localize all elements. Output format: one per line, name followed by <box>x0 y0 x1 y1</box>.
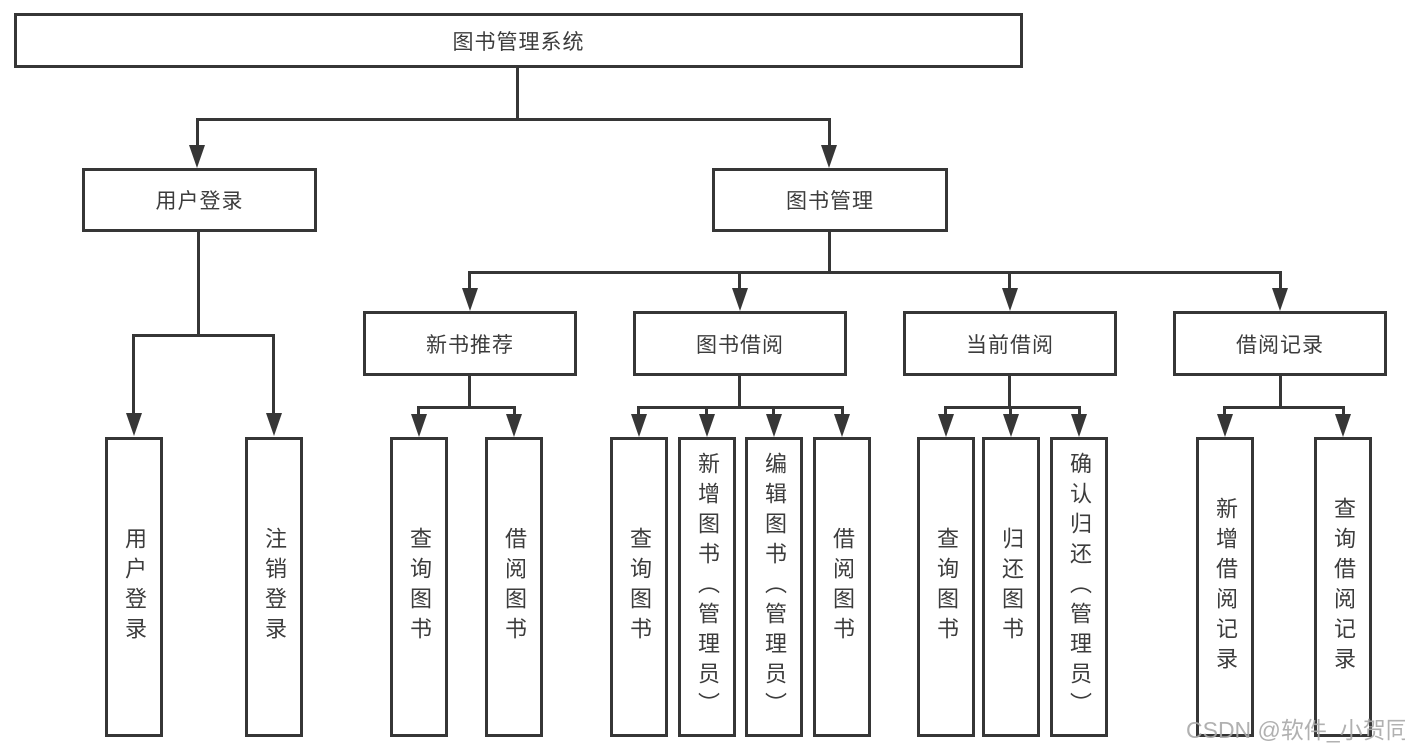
connector-line <box>468 271 471 291</box>
node-root: 图书管理系统 <box>14 13 1023 68</box>
leaf-user-login-label: 用户登录 <box>122 527 147 647</box>
node-user-login: 用户登录 <box>82 168 317 232</box>
connector-line <box>417 406 516 409</box>
leaf-current-query-books-label: 查询图书 <box>934 527 959 647</box>
arrowhead-down-icon <box>266 413 282 436</box>
arrowhead-down-icon <box>732 288 748 311</box>
connector-line <box>132 334 275 337</box>
arrowhead-down-icon <box>821 145 837 168</box>
connector-line <box>468 271 1282 274</box>
leaf-borrow-edit-books-admin-label: 编辑图书（管理员） <box>762 452 787 722</box>
connector-line <box>705 406 708 416</box>
leaf-current-confirm-return-admin: 确认归还（管理员） <box>1050 437 1108 737</box>
node-borrow-records-label: 借阅记录 <box>1236 333 1324 357</box>
leaf-records-query-record: 查询借阅记录 <box>1314 437 1372 737</box>
arrowhead-down-icon <box>1335 414 1351 437</box>
connector-line <box>1009 406 1012 416</box>
arrowhead-down-icon <box>1071 414 1087 437</box>
arrowhead-down-icon <box>938 414 954 437</box>
connector-line <box>637 406 844 409</box>
leaf-records-add-record: 新增借阅记录 <box>1196 437 1254 737</box>
leaf-recommend-borrow-books: 借阅图书 <box>485 437 543 737</box>
leaf-borrow-add-books-admin-label: 新增图书（管理员） <box>695 452 720 722</box>
connector-line <box>196 118 199 148</box>
node-user-login-label: 用户登录 <box>155 190 244 213</box>
connector-line <box>841 406 844 416</box>
node-root-label: 图书管理系统 <box>452 30 585 54</box>
leaf-current-return-books: 归还图书 <box>982 437 1040 737</box>
node-new-book-recommend: 新书推荐 <box>363 311 577 376</box>
arrowhead-down-icon <box>631 414 647 437</box>
connector-line <box>1008 271 1011 291</box>
leaf-recommend-borrow-books-label: 借阅图书 <box>502 527 527 647</box>
connector-line <box>417 406 420 416</box>
node-current-borrow: 当前借阅 <box>903 311 1117 376</box>
node-book-management: 图书管理 <box>712 168 948 232</box>
connector-line <box>944 406 947 416</box>
leaf-current-return-books-label: 归还图书 <box>999 527 1024 647</box>
arrowhead-down-icon <box>1002 288 1018 311</box>
node-book-management-label: 图书管理 <box>786 190 874 213</box>
connector-line <box>197 232 200 337</box>
leaf-logout-label: 注销登录 <box>262 527 287 647</box>
leaf-user-login: 用户登录 <box>105 437 163 737</box>
connector-line <box>196 118 831 121</box>
connector-line <box>516 68 519 120</box>
connector-line <box>1078 406 1081 416</box>
leaf-borrow-add-books-admin: 新增图书（管理员） <box>678 437 736 737</box>
connector-line <box>738 375 741 409</box>
node-new-book-recommend-label: 新书推荐 <box>426 333 514 357</box>
leaf-borrow-edit-books-admin: 编辑图书（管理员） <box>745 437 803 737</box>
arrowhead-down-icon <box>766 414 782 437</box>
arrowhead-down-icon <box>1003 414 1019 437</box>
connector-line <box>772 406 775 416</box>
node-book-borrow: 图书借阅 <box>633 311 847 376</box>
leaf-current-confirm-return-admin-label: 确认归还（管理员） <box>1067 452 1092 722</box>
connector-line <box>272 334 275 416</box>
arrowhead-down-icon <box>411 414 427 437</box>
leaf-borrow-borrow-books-label: 借阅图书 <box>830 527 855 647</box>
leaf-logout: 注销登录 <box>245 437 303 737</box>
arrowhead-down-icon <box>462 288 478 311</box>
connector-line <box>1279 375 1282 409</box>
leaf-recommend-query-books: 查询图书 <box>390 437 448 737</box>
node-book-borrow-label: 图书借阅 <box>696 333 784 357</box>
arrowhead-down-icon <box>1272 288 1288 311</box>
arrowhead-down-icon <box>699 414 715 437</box>
leaf-borrow-borrow-books: 借阅图书 <box>813 437 871 737</box>
connector-line <box>132 334 135 416</box>
connector-line <box>468 375 471 409</box>
arrowhead-down-icon <box>126 413 142 436</box>
connector-line <box>738 271 741 291</box>
connector-line <box>513 406 516 416</box>
connector-line <box>1223 406 1345 409</box>
leaf-recommend-query-books-label: 查询图书 <box>407 527 432 647</box>
arrowhead-down-icon <box>506 414 522 437</box>
arrowhead-down-icon <box>834 414 850 437</box>
connector-line <box>944 406 1081 409</box>
node-borrow-records: 借阅记录 <box>1173 311 1387 376</box>
leaf-records-query-record-label: 查询借阅记录 <box>1331 497 1356 677</box>
connector-line <box>828 232 831 274</box>
leaf-borrow-query-books-label: 查询图书 <box>627 527 652 647</box>
connector-line <box>1223 406 1226 416</box>
node-current-borrow-label: 当前借阅 <box>966 333 1054 357</box>
connector-line <box>1279 271 1282 291</box>
connector-line <box>1342 406 1345 416</box>
arrowhead-down-icon <box>1217 414 1233 437</box>
leaf-current-query-books: 查询图书 <box>917 437 975 737</box>
leaf-records-add-record-label: 新增借阅记录 <box>1213 497 1238 677</box>
watermark: CSDN @软件_小贺同学 <box>1186 717 1405 743</box>
connector-line <box>637 406 640 416</box>
arrowhead-down-icon <box>189 145 205 168</box>
leaf-borrow-query-books: 查询图书 <box>610 437 668 737</box>
connector-line <box>1008 375 1011 409</box>
connector-line <box>828 118 831 148</box>
